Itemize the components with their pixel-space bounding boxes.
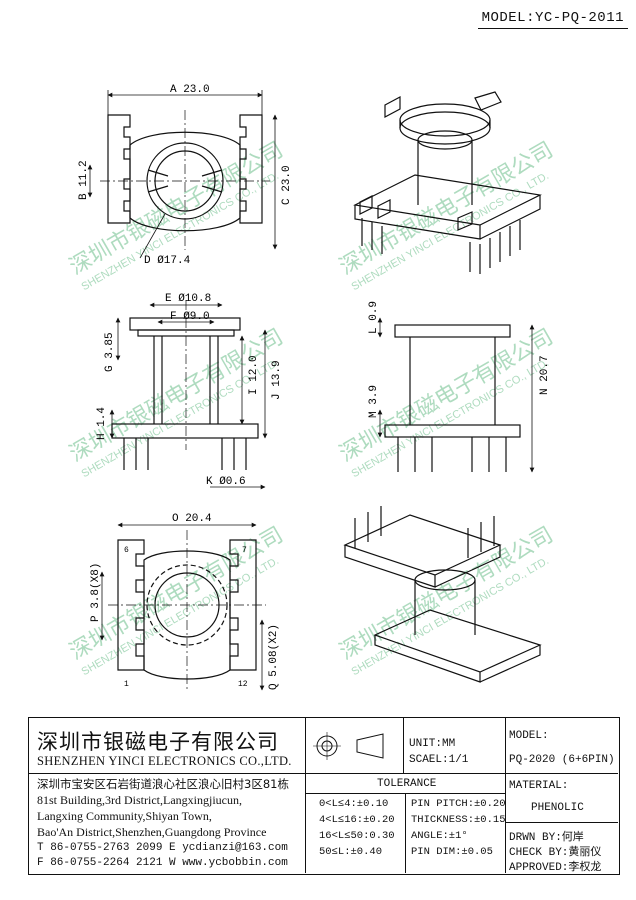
projection-symbol-icon (313, 732, 384, 760)
dim-i: I 12.0 (248, 355, 260, 395)
check-by: CHECK BY:黄丽仪 (509, 847, 602, 859)
pin-label-12: 12 (238, 680, 248, 689)
dim-n: N 20.7 (539, 355, 551, 395)
dim-k: K Ø0.6 (206, 476, 246, 488)
pin-label-1: 1 (124, 680, 129, 689)
technical-drawing: 深圳市银磁电子有限公司 SHENZHEN YINCI ELECTRONICS C… (66, 84, 558, 691)
pin-label-6: 6 (124, 546, 129, 555)
dim-b: B 11.2 (78, 160, 90, 200)
watermark-mid: 深圳市银磁电子有限公司 SHENZHEN YINCI ELECTRONICS C… (66, 325, 288, 481)
watermark-top: 深圳市银磁电子有限公司 SHENZHEN YINCI ELECTRONICS C… (66, 138, 288, 294)
dim-h: H 1.4 (96, 407, 108, 440)
material-label: MATERIAL: (509, 780, 569, 792)
title-block: 深圳市银磁电子有限公司 SHENZHEN YINCI ELECTRONICS C… (28, 717, 620, 875)
watermark-cn-text: 深圳市银磁电子有限公司 (336, 138, 558, 281)
tolerance-left-4: 50≤L:±0.40 (319, 846, 383, 858)
tolerance-right-4: PIN DIM:±0.05 (411, 846, 493, 858)
dim-q: Q 5.08(X2) (268, 624, 280, 690)
material-value: PHENOLIC (531, 802, 584, 814)
drawn-by: DRWN BY:何岸 (509, 832, 584, 844)
address-en-line-2: Langxing Community,Shiyan Town, (37, 809, 212, 823)
tolerance-left-3: 16<L≤50:0.30 (319, 830, 395, 842)
pin-label-7: 7 (242, 546, 247, 555)
tolerance-right-2: THICKNESS:±0.15 (411, 814, 506, 826)
side-view-dims (377, 317, 535, 473)
unit: UNIT:MM (409, 738, 456, 750)
model-header: MODEL:YC-PQ-2011 (477, 8, 628, 29)
tolerance-left-1: 0<L≤4:±0.10 (319, 798, 389, 810)
email: E ycdianzi@163.com (169, 842, 288, 854)
watermark-cn-text: 深圳市银磁电子有限公司 (336, 523, 558, 666)
dim-p: P 3.8(X8) (90, 563, 102, 622)
watermark-en-text: SHENZHEN YINCI ELECTRONICS CO., LTD. (350, 170, 552, 293)
watermark-en-text: SHENZHEN YINCI ELECTRONICS CO., LTD. (80, 170, 282, 293)
address-en-line-3: Bao'An District,Shenzhen,Guangdong Provi… (37, 825, 267, 839)
dim-j: J 13.9 (271, 360, 283, 400)
top-view (100, 110, 270, 250)
iso-view-bottom (343, 506, 542, 683)
address-en-line-1: 81st Building,3rd District,Langxingjiucu… (37, 793, 242, 807)
tolerance-right-1: PIN PITCH:±0.20 (411, 798, 506, 810)
company-name-cn: 深圳市银磁电子有限公司 (37, 730, 279, 754)
side-view (384, 324, 521, 472)
dim-l: L 0.9 (368, 301, 380, 334)
phone: T 86-0755-2763 2099 (37, 842, 163, 854)
dim-o: O 20.4 (172, 513, 212, 525)
dim-a: A 23.0 (170, 84, 210, 96)
dim-f: F Ø9.0 (170, 311, 210, 323)
dim-g: G 3.85 (104, 332, 116, 372)
front-view-dims (109, 302, 268, 490)
company-name-en: SHENZHEN YINCI ELECTRONICS CO.,LTD. (37, 754, 292, 768)
watermark-bottom-right: 深圳市银磁电子有限公司 SHENZHEN YINCI ELECTRONICS C… (336, 523, 558, 679)
bottom-view (108, 530, 266, 690)
website: W www.ycbobbin.com (169, 857, 288, 869)
model-label: MODEL: (509, 730, 549, 742)
model-value: PQ-2020 (6+6PIN) (509, 754, 615, 766)
dim-m: M 3.9 (368, 385, 380, 418)
watermark-top-right: 深圳市银磁电子有限公司 SHENZHEN YINCI ELECTRONICS C… (336, 138, 558, 294)
dim-e: E Ø10.8 (165, 293, 211, 305)
top-view-dims (87, 90, 278, 259)
address-cn: 深圳市宝安区石岩街道浪心社区浪心旧村3区81栋 (37, 777, 289, 791)
dim-d: D Ø17.4 (144, 255, 191, 267)
tolerance-left-2: 4<L≤16:±0.20 (319, 814, 395, 826)
tolerance-right-3: ANGLE:±1° (411, 830, 468, 842)
bottom-view-dims (99, 522, 265, 691)
scale: SCAEL:1/1 (409, 754, 469, 766)
iso-view-top (353, 91, 542, 274)
dim-c: C 23.0 (281, 165, 293, 205)
fax: F 86-0755-2264 2121 (37, 857, 163, 869)
tolerance-title: TOLERANCE (377, 778, 437, 790)
approved-by: APPROVED:李权龙 (509, 862, 602, 874)
